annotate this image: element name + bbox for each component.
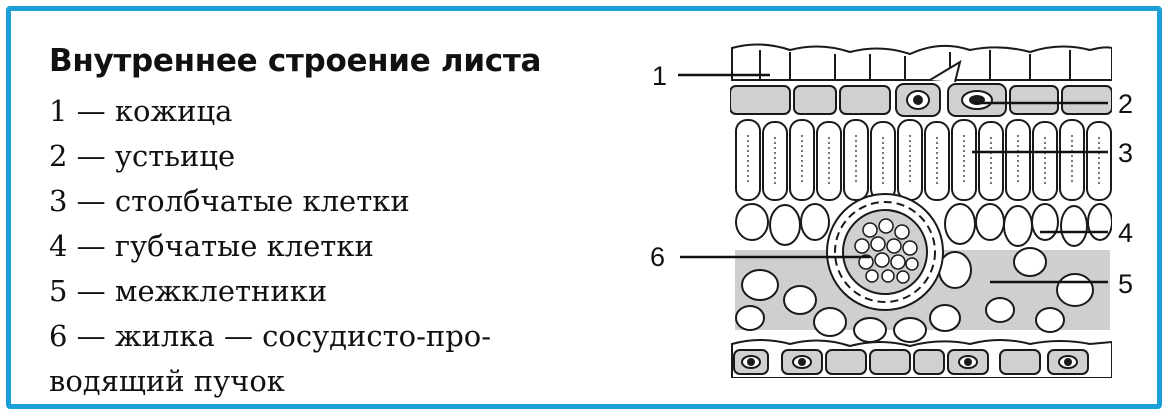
callout-label-6: 6 bbox=[650, 242, 665, 272]
callout-label-3: 3 bbox=[1118, 138, 1133, 168]
callout-label-1: 1 bbox=[652, 61, 667, 91]
callout-label-4: 4 bbox=[1118, 218, 1133, 248]
upper-epidermis bbox=[732, 44, 1112, 80]
vascular-bundle bbox=[827, 194, 943, 310]
callout-label-5: 5 bbox=[1118, 269, 1133, 299]
callout-label-2: 2 bbox=[1118, 89, 1133, 119]
lower-epidermis bbox=[732, 340, 1112, 378]
